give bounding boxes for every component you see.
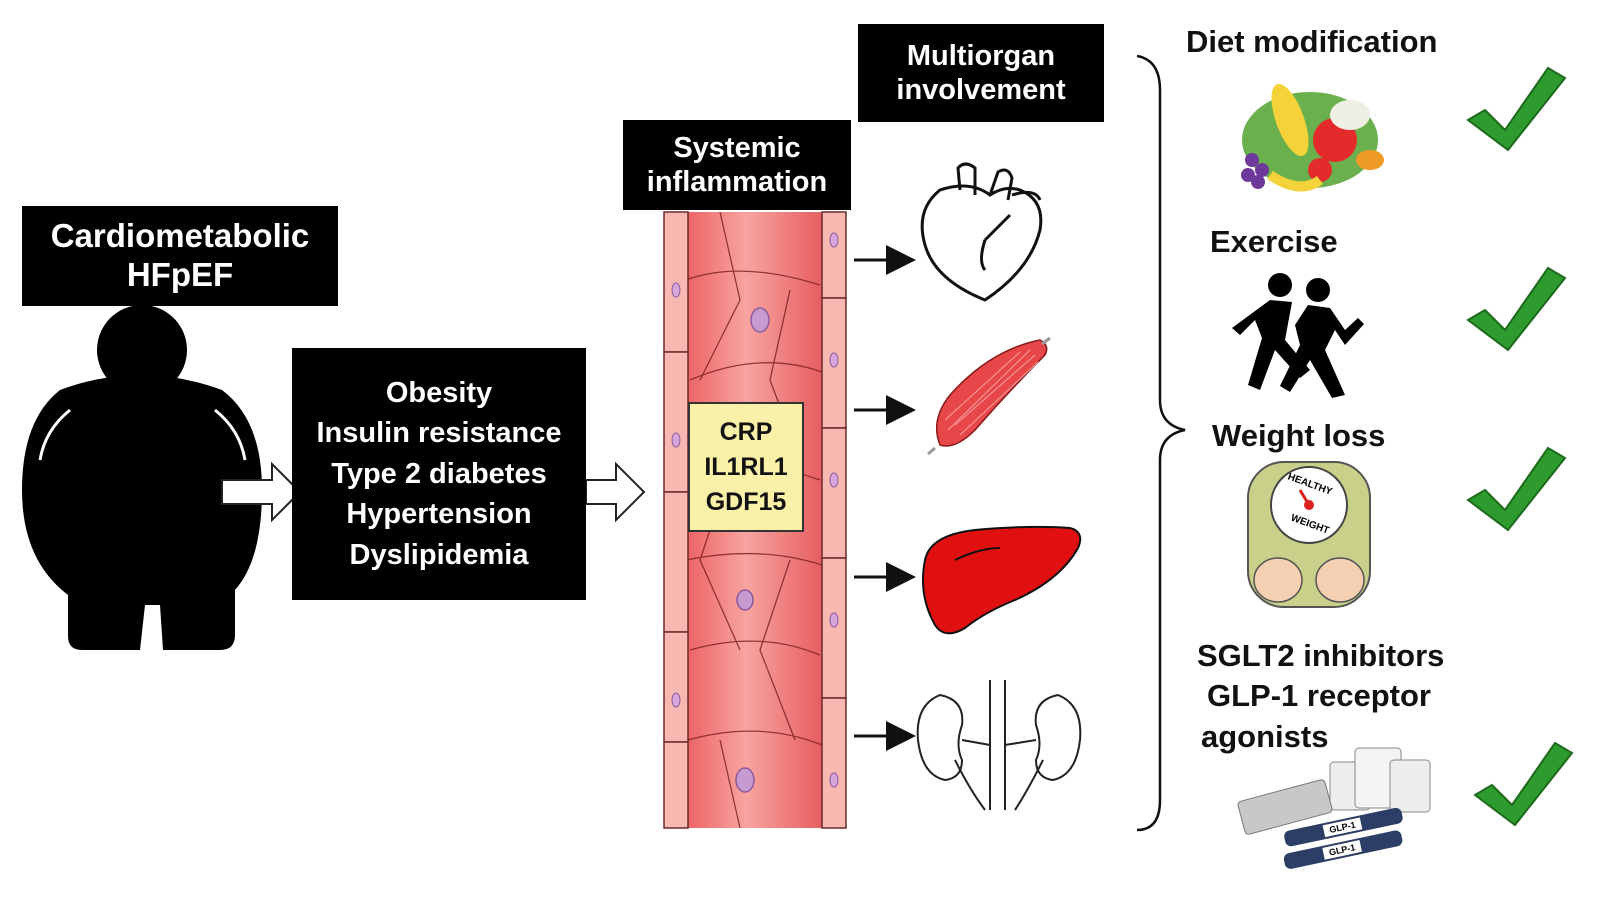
organs-title-line-1: Multiorgan bbox=[906, 39, 1056, 72]
risk-factor: Obesity bbox=[385, 376, 493, 409]
runners-icon bbox=[1232, 273, 1364, 398]
medication-icon: GLP-1 GLP-1 bbox=[1237, 747, 1431, 869]
patient-title: Cardiometabolic HFpEF bbox=[22, 206, 338, 306]
patient-title-line-1: Cardiometabolic bbox=[50, 217, 310, 255]
risk-factor: Type 2 diabetes bbox=[331, 457, 547, 490]
risk-factor: Insulin resistance bbox=[316, 417, 562, 450]
intervention-medication-label: SGLT2 inhibitors GLP-1 receptor agonists bbox=[1197, 638, 1445, 754]
marker: GDF15 bbox=[705, 487, 787, 516]
patient-title-line-2: HFpEF bbox=[126, 256, 234, 293]
intervention-diet-label: Diet modification bbox=[1186, 24, 1438, 59]
hollow-arrow-2 bbox=[585, 461, 646, 523]
organs-title: Multiorgan involvement bbox=[858, 24, 1104, 122]
organ-arrows bbox=[854, 245, 916, 751]
risk-factor: Hypertension bbox=[346, 498, 532, 531]
liver-icon bbox=[922, 525, 1082, 635]
check-icon-4 bbox=[1473, 741, 1574, 827]
marker: IL1RL1 bbox=[704, 452, 788, 481]
check-icon-2 bbox=[1466, 266, 1567, 352]
intervention-weight-loss-label: Weight loss bbox=[1212, 418, 1386, 453]
organs-title-line-2: involvement bbox=[896, 74, 1066, 106]
marker: CRP bbox=[719, 417, 773, 446]
inflammation-title-line-2: inflammation bbox=[646, 166, 828, 198]
fruit-vegetable-icon bbox=[1241, 83, 1384, 192]
obese-person-icon bbox=[22, 305, 262, 650]
inflammation-title-line-1: Systemic bbox=[673, 131, 801, 164]
curly-brace bbox=[1136, 54, 1186, 832]
risk-factor: Dyslipidemia bbox=[349, 538, 529, 571]
muscle-icon bbox=[927, 336, 1051, 456]
check-icon-3 bbox=[1466, 446, 1567, 532]
check-marks bbox=[1466, 66, 1574, 827]
inflammation-markers-box: CRP IL1RL1 GDF15 bbox=[688, 402, 804, 532]
kidneys-icon bbox=[916, 680, 1082, 811]
check-icon-1 bbox=[1466, 66, 1567, 152]
risk-factors-box: Obesity Insulin resistance Type 2 diabet… bbox=[292, 348, 586, 600]
inflammation-title: Systemic inflammation bbox=[623, 120, 851, 210]
heart-icon bbox=[920, 162, 1043, 302]
hollow-arrow-1 bbox=[221, 461, 302, 523]
intervention-exercise-label: Exercise bbox=[1210, 224, 1338, 259]
scale-icon: HEALTHY WEIGHT bbox=[1247, 461, 1371, 608]
